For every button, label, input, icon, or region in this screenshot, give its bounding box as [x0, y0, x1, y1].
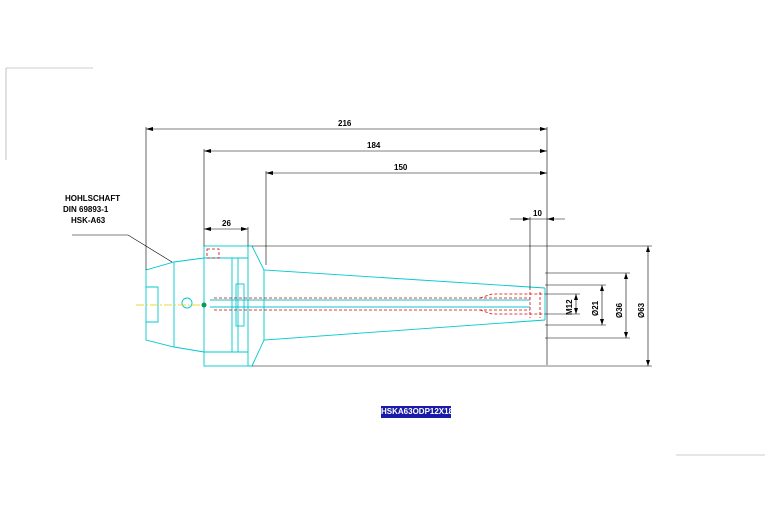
- dim-10-label: 10: [533, 209, 542, 218]
- dim-d36-label: Ø36: [615, 302, 624, 318]
- dim-d21-label: Ø21: [591, 300, 600, 316]
- dim-150-label: 150: [394, 163, 408, 172]
- callout-line-1: HOHLSCHAFT: [65, 194, 120, 203]
- dim-26-label: 26: [222, 219, 231, 228]
- part-number-label: HSKA63ODP12X184: [381, 406, 458, 418]
- callout-line-3: HSK-A63: [71, 216, 106, 225]
- center-point: [201, 302, 207, 308]
- dimension-lines: [72, 127, 652, 367]
- dim-d63-label: Ø63: [637, 302, 646, 318]
- dim-216-label: 216: [338, 119, 352, 128]
- hidden-lines: [206, 248, 545, 318]
- tool-outline: [145, 245, 546, 367]
- dim-184-label: 184: [367, 141, 381, 150]
- callout-line-2: DIN 69893-1: [63, 205, 109, 214]
- dim-m12-label: M12: [565, 299, 574, 315]
- sheet-frame: [5, 67, 765, 456]
